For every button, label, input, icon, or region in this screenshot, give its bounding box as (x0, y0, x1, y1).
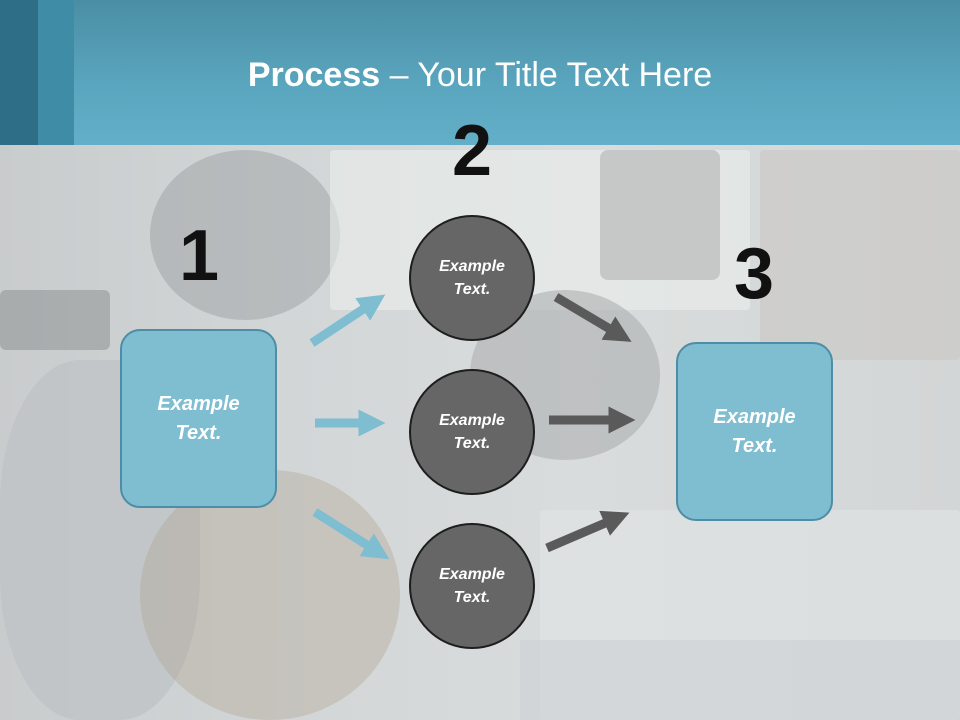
header-stripe (0, 0, 38, 145)
output-box: Example Text. (676, 342, 833, 521)
step-number-1: 1 (178, 216, 220, 296)
input-box: Example Text. (120, 329, 277, 508)
arrow-from-circle-1 (553, 293, 632, 342)
page-title: Process – Your Title Text Here (0, 50, 960, 100)
bg-shape (600, 150, 720, 280)
process-circle-2: Example Text. (409, 369, 535, 495)
bg-shape (140, 470, 400, 720)
step-number-2: 2 (451, 111, 493, 191)
circle-text: Example Text. (439, 566, 505, 606)
bg-shape (150, 150, 340, 320)
circle-text: Example Text. (439, 412, 505, 452)
bg-shape (520, 640, 960, 720)
input-box-text: Example Text. (157, 392, 240, 444)
bg-shape (330, 150, 750, 310)
title-bold: Process (247, 56, 381, 94)
bg-shape (760, 150, 960, 360)
bg-shape (0, 290, 110, 350)
title-rest: – Your Title Text Here (380, 56, 713, 94)
arrow-to-circle-1 (309, 294, 386, 347)
process-circle-3: Example Text. (409, 523, 535, 649)
process-circle-1: Example Text. (409, 215, 535, 341)
output-box-text: Example Text. (713, 405, 796, 457)
circle-text: Example Text. (439, 258, 505, 298)
step-number-3: 3 (733, 234, 775, 314)
arrow-to-circle-3 (312, 508, 390, 560)
title-bar: Process – Your Title Text Here (0, 0, 960, 145)
header-stripe (38, 0, 74, 145)
arrow-from-circle-3 (545, 510, 630, 553)
